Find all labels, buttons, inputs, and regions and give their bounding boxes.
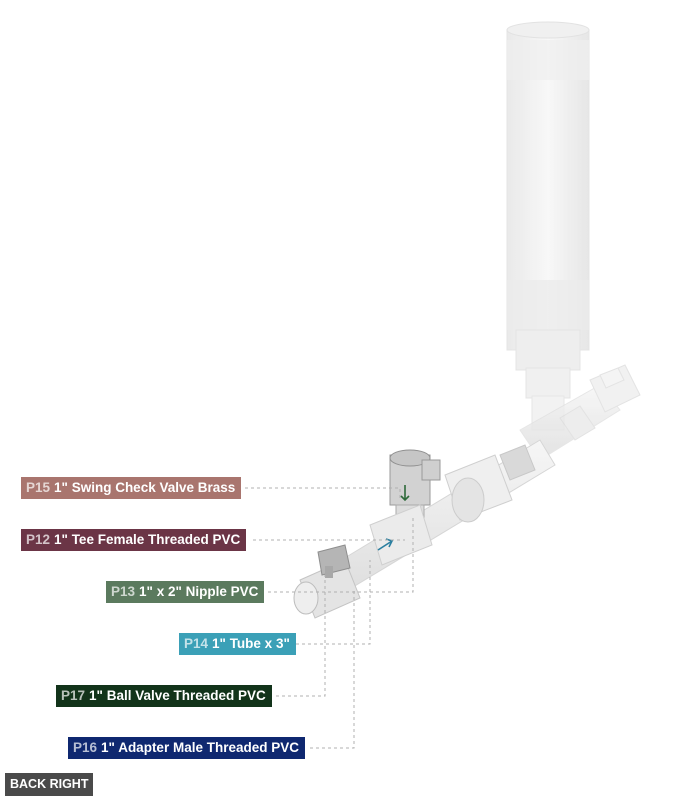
part-name: 1" x 2" Nipple PVC bbox=[139, 584, 259, 599]
part-name: 1" Tee Female Threaded PVC bbox=[54, 532, 241, 547]
main-pipe-run bbox=[299, 439, 556, 611]
swing-check-valve bbox=[389, 449, 441, 520]
part-code: P13 bbox=[111, 584, 136, 599]
part-name: 1" Adapter Male Threaded PVC bbox=[101, 740, 299, 755]
part-code: P16 bbox=[73, 740, 98, 755]
view-angle-badge[interactable]: BACK RIGHT bbox=[5, 773, 94, 796]
part-code: P12 bbox=[26, 532, 51, 547]
column-cylinder bbox=[506, 21, 590, 431]
part-name: 1" Swing Check Valve Brass bbox=[54, 480, 236, 495]
leader-p17 bbox=[276, 575, 326, 697]
leader-p16 bbox=[310, 590, 355, 749]
upper-pipe-branch bbox=[519, 364, 641, 461]
part-name: 1" Ball Valve Threaded PVC bbox=[89, 688, 266, 703]
part-code: P15 bbox=[26, 480, 51, 495]
part-code: P14 bbox=[184, 636, 209, 651]
part-code: P17 bbox=[61, 688, 86, 703]
tee-fitting bbox=[369, 504, 433, 566]
leader-p13 bbox=[268, 515, 414, 593]
leader-p15 bbox=[245, 487, 401, 500]
leader-p14 bbox=[296, 560, 371, 645]
ball-valve bbox=[293, 544, 361, 619]
part-name: 1" Tube x 3" bbox=[212, 636, 290, 651]
leader-lines bbox=[245, 487, 414, 749]
